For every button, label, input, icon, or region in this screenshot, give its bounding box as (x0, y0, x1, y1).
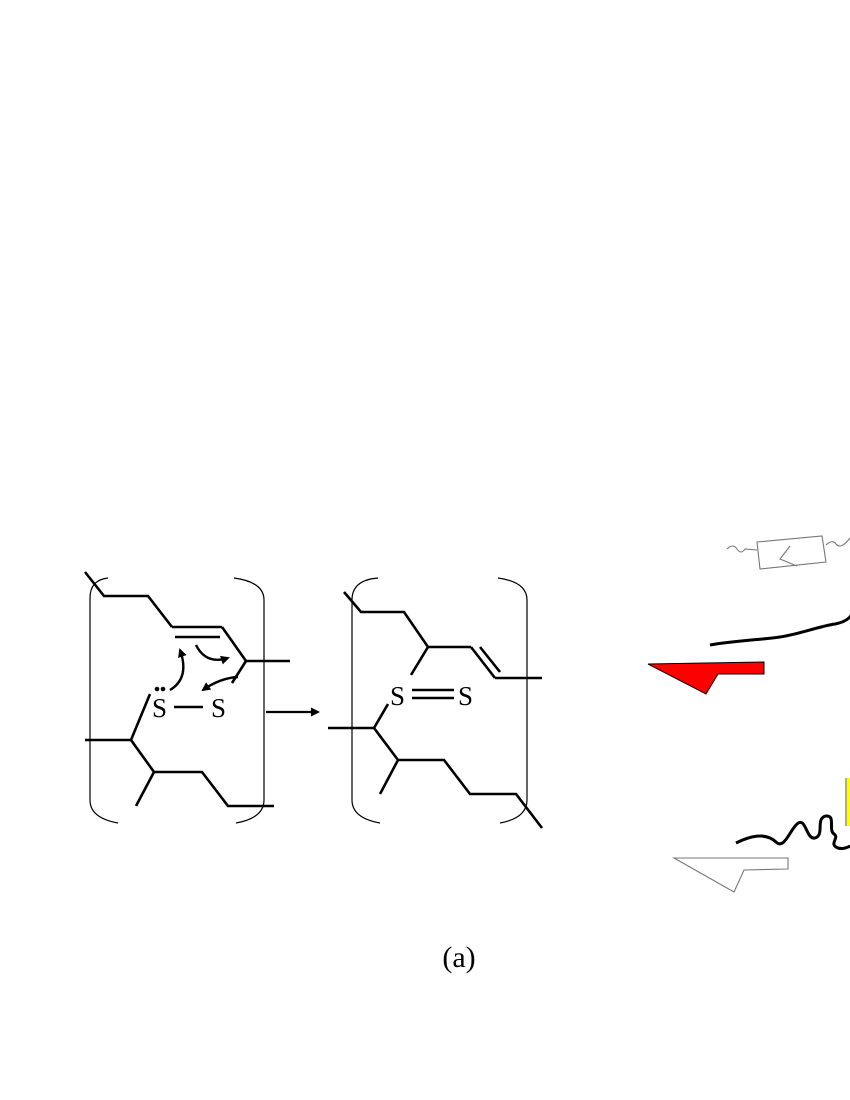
gray-schematic (726, 535, 850, 570)
wavy-line-top (709, 614, 850, 647)
curly-arrow-2 (194, 644, 230, 665)
product-lower-chain-2 (372, 727, 544, 829)
product-sulfur-left: S (390, 681, 405, 711)
product-upper-chain (343, 591, 471, 649)
reactant-allylic-chain (220, 626, 290, 663)
product-structure: S S (328, 577, 544, 829)
white-crack-shape (671, 857, 789, 893)
product-c-s-bond (409, 646, 430, 676)
product-lower-chain (328, 703, 390, 730)
product-bracket-left (351, 577, 381, 824)
curly-arrow-3 (201, 675, 239, 692)
reactant-structure: S S (83, 571, 290, 824)
red-crack-shape (647, 661, 765, 695)
reactant-methyl (134, 771, 156, 807)
lone-pair-dot-1 (154, 686, 160, 692)
product-sulfur-right: S (458, 681, 473, 711)
right-panel-fragment (647, 535, 850, 893)
yellow-mark (847, 778, 850, 826)
reactant-bracket-left (89, 577, 119, 824)
reactant-lower-chain (85, 693, 152, 742)
product-double-bond-b (478, 646, 502, 673)
product-bracket-right (497, 577, 528, 824)
product-double-bond-a (469, 646, 497, 679)
reactant-upper-chain (83, 571, 174, 628)
wavy-line-bottom (735, 814, 850, 851)
figure-caption: (a) (442, 941, 475, 974)
reactant-bracket-right (233, 577, 265, 824)
lone-pair-dot-2 (160, 686, 166, 692)
reactant-c-s-bond (230, 660, 248, 684)
reactant-sulfur-left: S (152, 693, 167, 723)
curly-arrow-1 (169, 648, 187, 692)
reactant-sulfur-right: S (211, 693, 226, 723)
product-methyl (378, 759, 400, 795)
reactant-lower-chain-2 (129, 739, 274, 808)
